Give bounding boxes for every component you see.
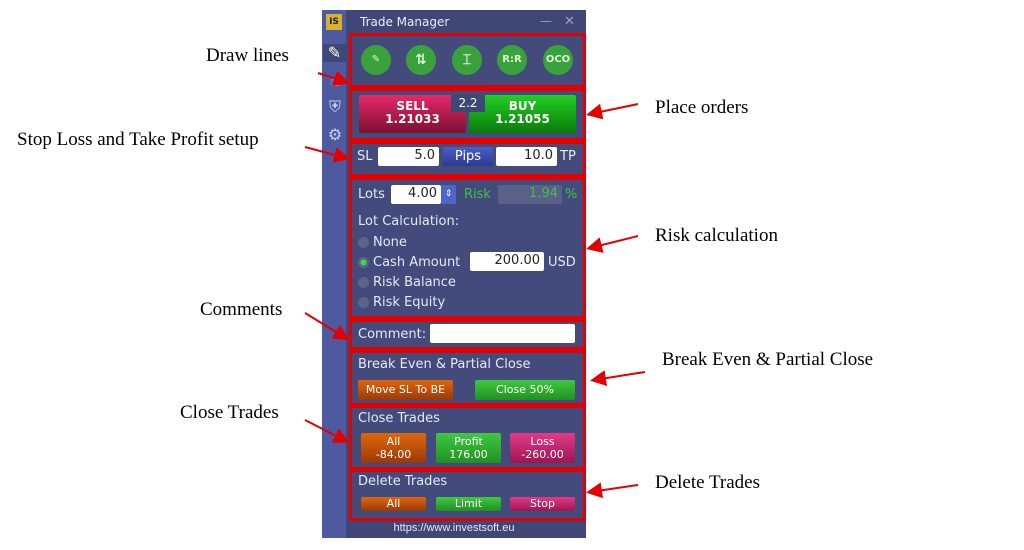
trend-tool-button[interactable]: ⇅: [406, 45, 436, 75]
risk-value: 1.94: [498, 185, 562, 204]
shield-icon[interactable]: ⛨: [328, 97, 341, 116]
close-loss-label: Loss: [530, 435, 555, 448]
delete-stop-button[interactable]: Stop: [510, 497, 575, 511]
arrow-delete-trades: [586, 482, 639, 499]
annotation-close-trades: Close Trades: [180, 402, 279, 423]
arrow-comments: [304, 312, 350, 341]
break-even-title: Break Even & Partial Close: [358, 357, 531, 372]
close-loss-button[interactable]: Loss-260.00: [510, 433, 575, 463]
close-loss-value: -260.00: [521, 448, 564, 461]
logo: IS: [326, 14, 342, 30]
close-all-label: All: [386, 435, 401, 448]
lots-spinner[interactable]: ⇕: [441, 185, 456, 204]
arrow-risk: [586, 235, 639, 253]
close-50-button[interactable]: Close 50%: [475, 380, 575, 400]
gear-icon[interactable]: ⚙: [327, 125, 343, 144]
percent-label: %: [565, 187, 578, 202]
annotation-draw-lines: Draw lines: [206, 45, 289, 66]
sell-label: SELL: [396, 99, 429, 113]
tp-input[interactable]: 10.0: [496, 147, 557, 166]
buy-label: BUY: [508, 99, 537, 113]
close-all-button[interactable]: All-84.00: [361, 433, 426, 463]
buy-price: 1.21055: [495, 112, 550, 126]
footer-link[interactable]: https://www.investsoft.eu: [393, 522, 515, 534]
close-profit-label: Profit: [454, 435, 483, 448]
close-profit-value: 176.00: [449, 448, 488, 461]
close-button[interactable]: ✕: [564, 14, 575, 29]
delete-trades-section: [349, 469, 586, 521]
comment-label: Comment:: [358, 327, 427, 342]
cash-amount-input[interactable]: 200.00: [470, 252, 544, 271]
sell-button[interactable]: SELL 1.21033: [359, 95, 466, 133]
minimize-button[interactable]: —: [540, 14, 552, 28]
annotation-delete-trades: Delete Trades: [655, 472, 761, 493]
pips-button[interactable]: Pips: [443, 147, 493, 166]
arrow-close-trades: [304, 419, 350, 443]
arrow-place-orders: [586, 103, 639, 120]
lots-label: Lots: [358, 187, 385, 202]
edit-icon[interactable]: ✎: [323, 44, 346, 62]
move-sl-to-be-button[interactable]: Move SL To BE: [358, 380, 453, 400]
close-all-value: -84.00: [375, 448, 412, 461]
sidebar: [322, 10, 346, 538]
radio-risk-equity[interactable]: [358, 297, 369, 308]
delete-all-button[interactable]: All: [361, 497, 426, 511]
arrow-sltp: [304, 146, 350, 163]
option-cash-amount[interactable]: Cash Amount: [373, 255, 461, 270]
close-trades-title: Close Trades: [358, 411, 440, 426]
annotation-risk: Risk calculation: [655, 225, 778, 246]
delete-trades-title: Delete Trades: [358, 474, 448, 489]
spread-value: 2.2: [451, 95, 485, 112]
option-none[interactable]: None: [373, 235, 407, 250]
arrow-draw-lines: [317, 70, 350, 86]
oco-tool-button[interactable]: OCO: [543, 45, 573, 75]
buy-button[interactable]: BUY 1.21055: [469, 95, 576, 133]
sl-label: SL: [357, 149, 373, 164]
radio-cash-amount[interactable]: [358, 257, 369, 268]
risk-label: Risk: [464, 187, 491, 202]
tp-label: TP: [560, 149, 576, 164]
pencil-tool-button[interactable]: ✎: [361, 45, 391, 75]
option-risk-equity[interactable]: Risk Equity: [373, 295, 446, 310]
radio-none[interactable]: [358, 237, 369, 248]
rr-tool-button[interactable]: R:R: [497, 45, 527, 75]
annotation-comments: Comments: [200, 299, 283, 320]
annotation-sltp: Stop Loss and Take Profit setup: [17, 129, 259, 150]
range-tool-button[interactable]: ⌶: [452, 45, 482, 75]
delete-limit-button[interactable]: Limit: [436, 497, 501, 511]
annotation-break-even: Break Even & Partial Close: [662, 349, 874, 370]
lot-calculation-label: Lot Calculation:: [358, 214, 460, 229]
radio-risk-balance[interactable]: [358, 277, 369, 288]
sl-input[interactable]: 5.0: [378, 147, 439, 166]
window-title: Trade Manager: [360, 15, 450, 29]
currency-label: USD: [548, 255, 576, 270]
arrow-break-even: [590, 370, 646, 387]
comment-input[interactable]: [430, 324, 575, 343]
annotation-place-orders: Place orders: [655, 97, 749, 118]
lots-input[interactable]: 4.00: [391, 185, 441, 204]
option-risk-balance[interactable]: Risk Balance: [373, 275, 456, 290]
sell-price: 1.21033: [385, 112, 440, 126]
